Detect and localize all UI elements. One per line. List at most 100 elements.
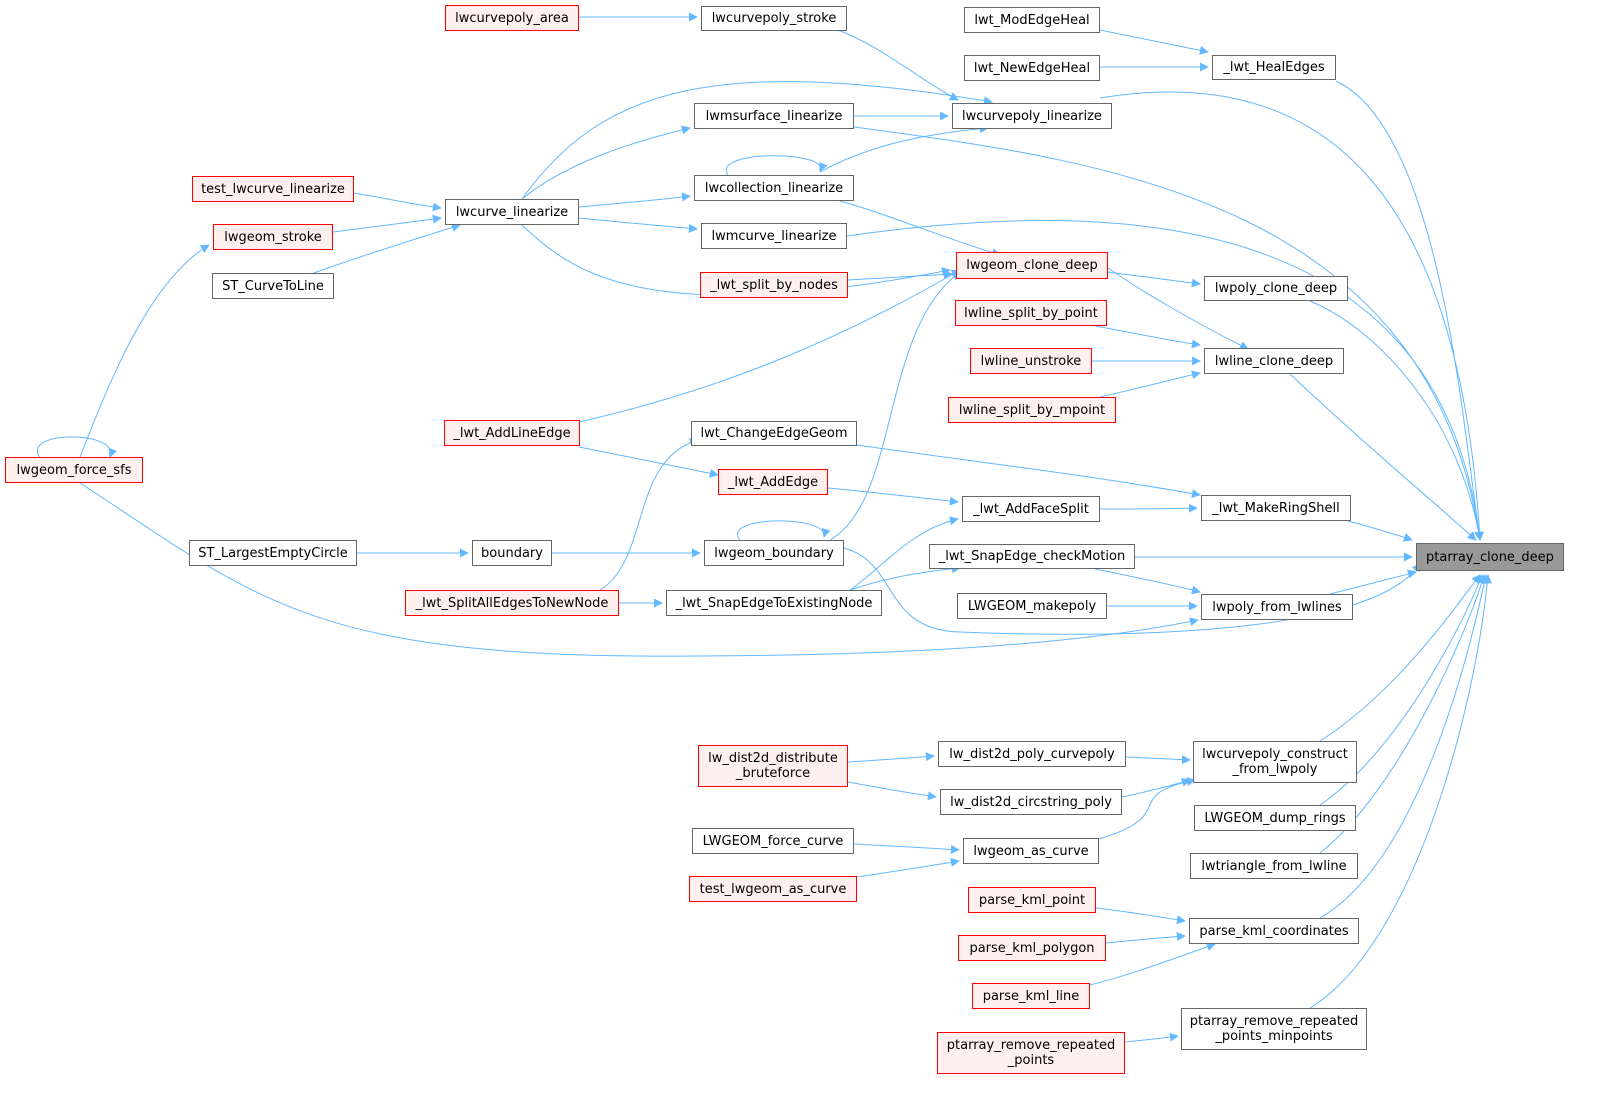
edge-n47-to-n44 [1089,942,1216,986]
edge-n41-to-n39 [856,857,960,878]
edge-n12-to-n9 [313,223,461,274]
edge-n15-to-n17 [1107,271,1201,288]
node-lwpoly-from-lwlines[interactable]: lwpoly_from_lwlines [1201,594,1353,620]
edge-n9-to-n4 [521,81,993,200]
edge-n15-to-n18 [1107,267,1249,350]
node-parse-kml-point[interactable]: parse_kml_point [968,887,1096,913]
edge-n4-to-n0 [1099,91,1485,541]
edge-n9-to-n8 [578,192,691,208]
edge-n27-to-n27 [737,520,831,541]
node-lwtriangle-from-lwline[interactable]: lwtriangle_from_lwline [1190,853,1358,879]
node-lwgeom-as-curve[interactable]: lwgeom_as_curve [963,838,1099,864]
edge-n19-to-n18 [1094,325,1201,349]
node-lwgeom-clone-deep[interactable]: lwgeom_clone_deep [956,252,1108,279]
edge-n17-to-n0 [1309,300,1484,541]
node-lwgeom-dump-rings[interactable]: LWGEOM_dump_rings [1194,805,1356,831]
node-lwline-unstroke[interactable]: lwline_unstroke [970,348,1092,374]
edge-n8-to-n8 [725,155,828,176]
node-lwt-snapedgetoexistingnode[interactable]: _lwt_SnapEdgeToExistingNode [666,590,882,616]
node-lwt-modedgeheal[interactable]: lwt_ModEdgeHeal [964,7,1100,33]
edge-layer [36,12,1492,1043]
edge-n36-to-n35 [1125,755,1191,765]
node-lwcurve-linearize[interactable]: lwcurve_linearize [445,199,579,225]
node-lwline-split-by-point[interactable]: lwline_split_by_point [955,300,1107,326]
node-lwgeom-makepoly[interactable]: LWGEOM_makepoly [957,593,1107,619]
node-parse-kml-polygon[interactable]: parse_kml_polygon [958,935,1106,961]
edge-n8-to-n4 [819,124,989,173]
node-lw-dist2d-circstring-poly[interactable]: lw_dist2d_circstring_poly [940,789,1122,815]
node-lw-dist2d-distribute-bruteforce[interactable]: lw_dist2d_distribute _bruteforce [698,745,848,787]
node-ptarray-clone-deep: ptarray_clone_deep [1416,543,1564,571]
edge-n8-to-n15 [839,200,1001,257]
node-lwt-splitalledgestonewnode[interactable]: _lwt_SplitAllEdgesToNewNode [405,590,619,616]
edge-n16-to-n15 [847,269,953,281]
edge-n49-to-n48 [1124,1032,1179,1043]
edge-n13-to-n33 [79,482,1199,657]
node-parse-kml-coordinates[interactable]: parse_kml_coordinates [1189,918,1359,944]
edge-n13-to-n13 [36,436,118,459]
node-lwcurvepoly-linearize[interactable]: lwcurvepoly_linearize [952,103,1112,129]
edge-n14-to-n0 [846,220,1484,541]
edge-n37-to-n38 [847,781,937,801]
node-ptarray-remove-repeated-points-minpoints[interactable]: ptarray_remove_repeated _points_minpoint… [1181,1008,1367,1050]
node-lwline-clone-deep[interactable]: lwline_clone_deep [1204,348,1344,374]
edge-n30-to-n33 [1094,568,1201,595]
node-lw-dist2d-poly-curvepoly[interactable]: lw_dist2d_poly_curvepoly [938,741,1126,767]
edge-n10-to-n9 [353,192,442,212]
node-lwt-healedges[interactable]: _lwt_HealEdges [1212,55,1336,80]
edge-n9-to-n14 [578,217,698,233]
node-lwpoly-clone-deep[interactable]: lwpoly_clone_deep [1204,276,1348,301]
node-lwcollection-linearize[interactable]: lwcollection_linearize [694,175,854,201]
edge-n33-to-n0 [1329,569,1417,595]
node-lwt-changeedgegeom[interactable]: lwt_ChangeEdgeGeom [691,421,857,446]
node-lwt-snapedge-checkmotion[interactable]: _lwt_SnapEdge_checkMotion [929,544,1135,569]
edge-n31-to-n26 [849,516,959,591]
node-lwt-newedgeheal[interactable]: lwt_NewEdgeHeal [964,55,1100,81]
edge-n18-to-n0 [1289,373,1477,541]
node-st-curvetoline[interactable]: ST_CurveToLine [212,273,334,299]
node-lwline-split-by-mpoint[interactable]: lwline_split_by_mpoint [948,397,1116,423]
edge-n37-to-n36 [847,752,935,763]
node-boundary[interactable]: boundary [472,540,552,566]
node-lwgeom-force-curve[interactable]: LWGEOM_force_curve [692,828,854,854]
node-parse-kml-line[interactable]: parse_kml_line [972,983,1090,1009]
node-lwt-addlineedge[interactable]: _lwt_AddLineEdge [444,420,580,446]
edge-n48-to-n0 [1309,574,1492,1009]
edge-n22-to-n24 [578,446,719,478]
edge-n24-to-n26 [827,487,959,506]
node-test-lwgeom-as-curve[interactable]: test_lwgeom_as_curve [689,876,857,902]
edge-n9-to-n7 [521,125,691,200]
edge-n46-to-n44 [1105,932,1186,944]
edge-n27-to-n15 [829,271,961,541]
node-test-lwcurve-linearize[interactable]: test_lwcurve_linearize [192,176,354,202]
node-lwgeom-stroke[interactable]: lwgeom_stroke [213,224,333,250]
edge-n2-to-n1 [1099,29,1209,55]
edge-n27-to-n0 [839,546,1421,635]
edge-n26-to-n25 [1099,503,1198,513]
node-lwgeom-boundary[interactable]: lwgeom_boundary [704,540,844,566]
node-lwcurvepoly-area[interactable]: lwcurvepoly_area [445,5,579,31]
edge-n45-to-n44 [1095,907,1186,925]
node-lwmcurve-linearize[interactable]: lwmcurve_linearize [701,223,847,249]
edge-n1-to-n0 [1335,80,1484,541]
node-ptarray-remove-repeated-points[interactable]: ptarray_remove_repeated _points [937,1032,1125,1074]
node-lwt-split-by-nodes[interactable]: _lwt_split_by_nodes [700,272,848,298]
node-lwcurvepoly-stroke[interactable]: lwcurvepoly_stroke [701,6,847,31]
edge-n25-to-n0 [1344,519,1413,542]
node-lwt-makeringshell[interactable]: _lwt_MakeRingShell [1201,495,1351,521]
edge-n38-to-n35 [1121,778,1191,798]
edge-n23-to-n25 [856,444,1201,498]
node-lwmsurface-linearize[interactable]: lwmsurface_linearize [694,103,854,129]
edge-n31-to-n30 [849,564,961,591]
edge-n21-to-n18 [1099,370,1201,398]
node-st-largestemptycircle[interactable]: ST_LargestEmptyCircle [189,540,357,566]
edge-n32-to-n23 [599,437,699,591]
edge-n13-to-n11 [79,244,210,458]
node-lwcurvepoly-construct-from-lwpoly[interactable]: lwcurvepoly_construct _from_lwpoly [1193,741,1357,783]
edge-n7-to-n0 [853,126,1484,541]
node-lwt-addedge[interactable]: _lwt_AddEdge [718,469,828,495]
node-lwgeom-force-sfs[interactable]: lwgeom_force_sfs [5,457,143,483]
node-lwt-addfacesplit[interactable]: _lwt_AddFaceSplit [962,496,1100,522]
edge-n5-to-n4 [834,28,959,101]
edge-n39-to-n35 [1098,777,1196,840]
